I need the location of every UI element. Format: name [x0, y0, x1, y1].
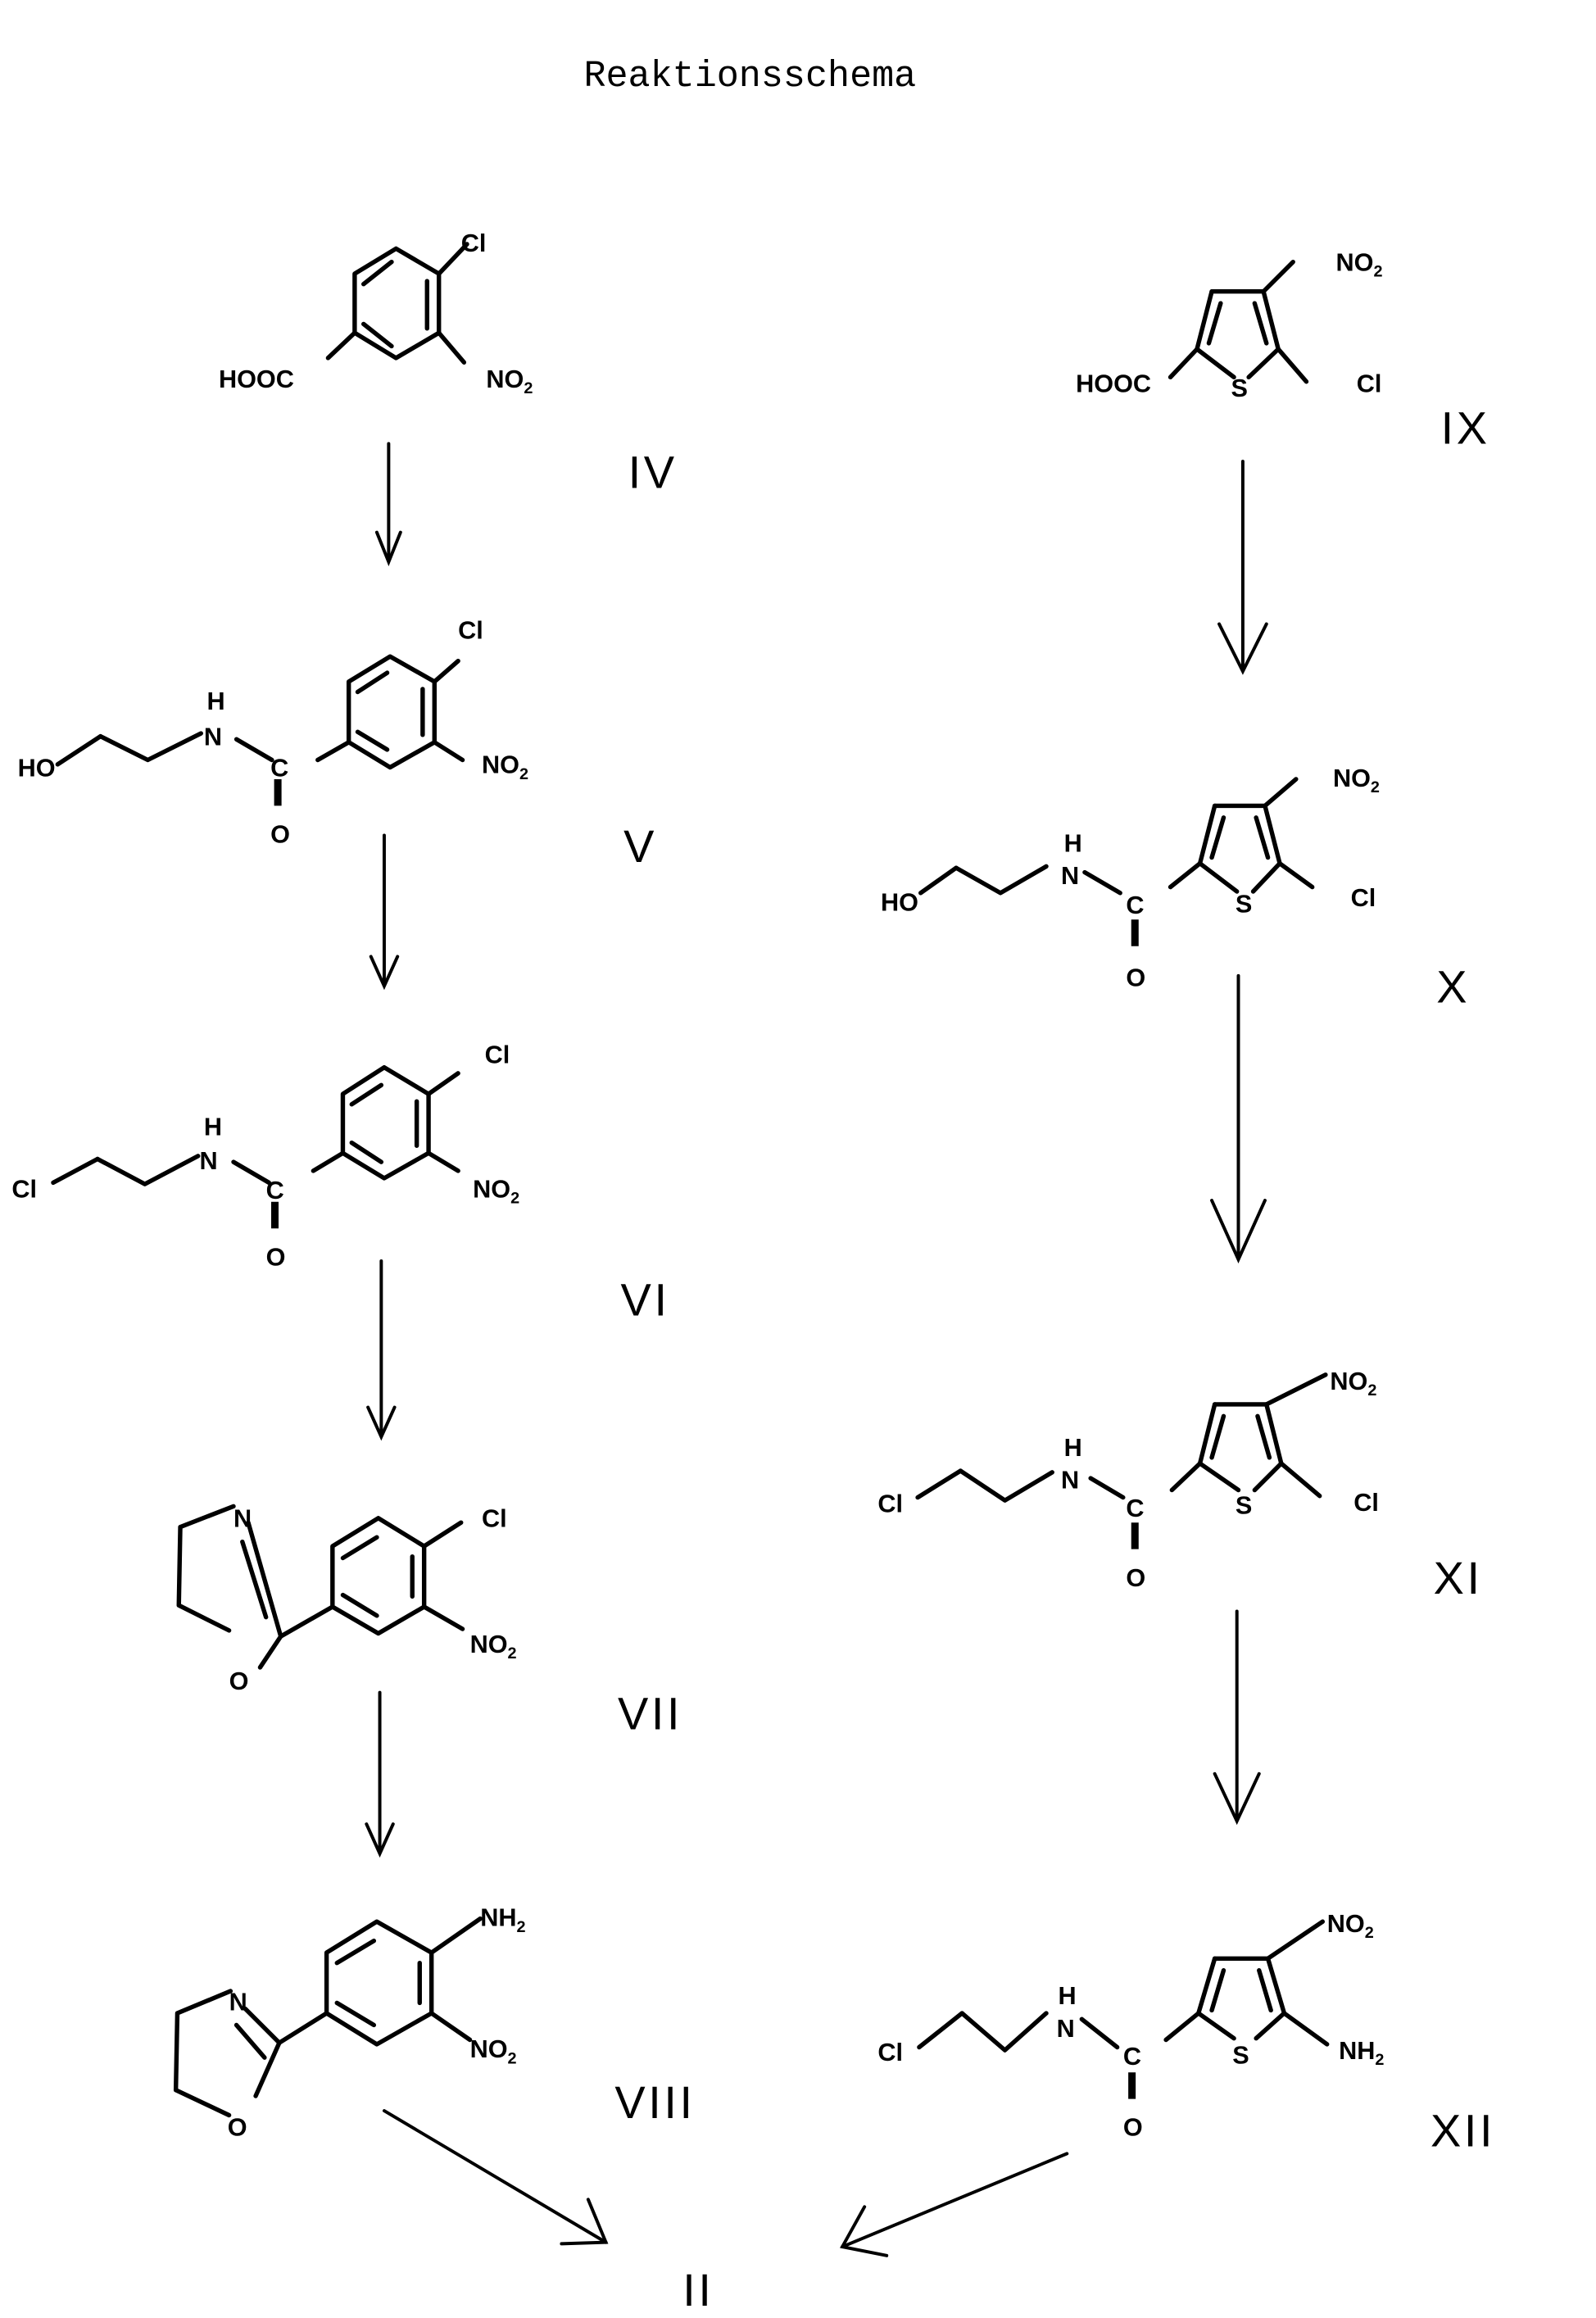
atom-label: N — [1061, 862, 1079, 890]
arrow-VI-to-VII — [366, 1259, 397, 1441]
atom-label: N — [204, 723, 222, 751]
atom-label: NH2 — [480, 1904, 525, 1936]
compound-label-V: V — [623, 820, 657, 872]
atom-label: N — [1057, 2015, 1075, 2043]
arrow-XI-to-XII — [1213, 1609, 1261, 1826]
atom-label: S — [1236, 890, 1252, 918]
atom-label: S — [1232, 2041, 1249, 2069]
atom-label: N — [234, 1505, 252, 1533]
atom-label: S — [1236, 1491, 1252, 1519]
atom-label: O — [1126, 964, 1145, 991]
atom-label: HO — [18, 754, 56, 782]
compound-IX: HOOC S NO2 Cl — [1076, 248, 1382, 401]
atom-label: Cl — [1351, 884, 1376, 912]
compound-X: HO H N C O S NO2 Cl — [881, 764, 1380, 991]
compound-label-II: II — [682, 2264, 714, 2316]
atom-label: C — [1126, 1495, 1144, 1522]
atom-label: H — [207, 687, 225, 715]
atom-label: O — [229, 1667, 249, 1695]
compound-label-VI: VI — [621, 1274, 670, 1326]
atom-label: N — [1061, 1467, 1079, 1495]
atom-label: HO — [881, 888, 918, 916]
compound-V: HO H N C O Cl NO2 — [18, 617, 528, 849]
atom-label: NO2 — [470, 2035, 517, 2067]
atom-label: C — [1123, 2043, 1141, 2071]
arrow-VIII-to-II — [382, 2109, 609, 2246]
compound-label-VII: VII — [618, 1688, 682, 1740]
atom-label: NH2 — [1339, 2037, 1384, 2069]
atom-label: C — [1126, 891, 1144, 919]
atom-label: Cl — [461, 229, 487, 257]
arrow-IV-to-V — [374, 442, 402, 567]
atom-label: O — [266, 1243, 286, 1271]
atom-label: NO2 — [473, 1175, 519, 1207]
atom-label: NO2 — [1330, 1368, 1376, 1399]
atom-label: O — [1126, 1564, 1145, 1592]
atom-label: Cl — [877, 2039, 903, 2066]
compound-VII: N O Cl NO2 — [176, 1504, 517, 1695]
atom-label: H — [204, 1114, 222, 1141]
compound-IV: Cl HOOC NO2 — [219, 229, 533, 397]
atom-label: NO2 — [470, 1631, 517, 1663]
arrow-X-to-XI — [1210, 973, 1267, 1263]
atom-label: Cl — [11, 1175, 37, 1203]
atom-label: NO2 — [1336, 248, 1383, 280]
atom-label: Cl — [482, 1505, 507, 1533]
atom-label: Cl — [1357, 370, 1382, 397]
compound-label-XII: XII — [1431, 2104, 1495, 2156]
compound-VIII: N O NH2 NO2 — [173, 1904, 526, 2142]
compound-label-IV: IV — [628, 447, 678, 498]
compound-VI: Cl H N C O Cl NO2 — [11, 1041, 519, 1271]
atom-label: Cl — [458, 617, 483, 645]
arrow-V-to-VI — [369, 833, 400, 991]
atom-label: O — [270, 821, 290, 849]
atom-label: N — [229, 1988, 247, 2016]
compound-label-IX: IX — [1441, 402, 1490, 454]
atom-label: Cl — [485, 1041, 510, 1068]
arrow-XII-to-II — [840, 2152, 1069, 2257]
scheme-title: Reaktionsschema — [583, 55, 916, 98]
atom-label: N — [200, 1147, 218, 1175]
atom-label: NO2 — [1327, 1910, 1374, 1942]
atom-label: Cl — [1353, 1489, 1379, 1517]
atom-label: NO2 — [1333, 764, 1380, 796]
atom-label: H — [1064, 1434, 1082, 1462]
atom-label: Cl — [877, 1490, 903, 1518]
compound-label-VIII: VIII — [614, 2076, 695, 2128]
arrow-VII-to-VIII — [365, 1690, 395, 1858]
atom-label: HOOC — [219, 365, 294, 393]
atom-label: C — [270, 754, 288, 782]
compound-XII: Cl H N C O S NO2 NH2 — [877, 1910, 1384, 2142]
compound-label-XI: XI — [1434, 1552, 1483, 1604]
atom-label: NO2 — [482, 751, 528, 783]
compound-XI: Cl H N C O S NO2 Cl — [877, 1368, 1378, 1592]
compound-label-X: X — [1436, 960, 1470, 1012]
arrow-IX-to-X — [1217, 460, 1268, 675]
atom-label: C — [266, 1177, 284, 1204]
atom-label: H — [1064, 829, 1082, 857]
atom-label: H — [1058, 1982, 1076, 2010]
atom-label: O — [1123, 2114, 1143, 2142]
atom-label: HOOC — [1076, 370, 1151, 397]
atom-label: S — [1231, 374, 1247, 402]
atom-label: NO2 — [486, 365, 533, 397]
atom-label: O — [228, 2114, 247, 2142]
